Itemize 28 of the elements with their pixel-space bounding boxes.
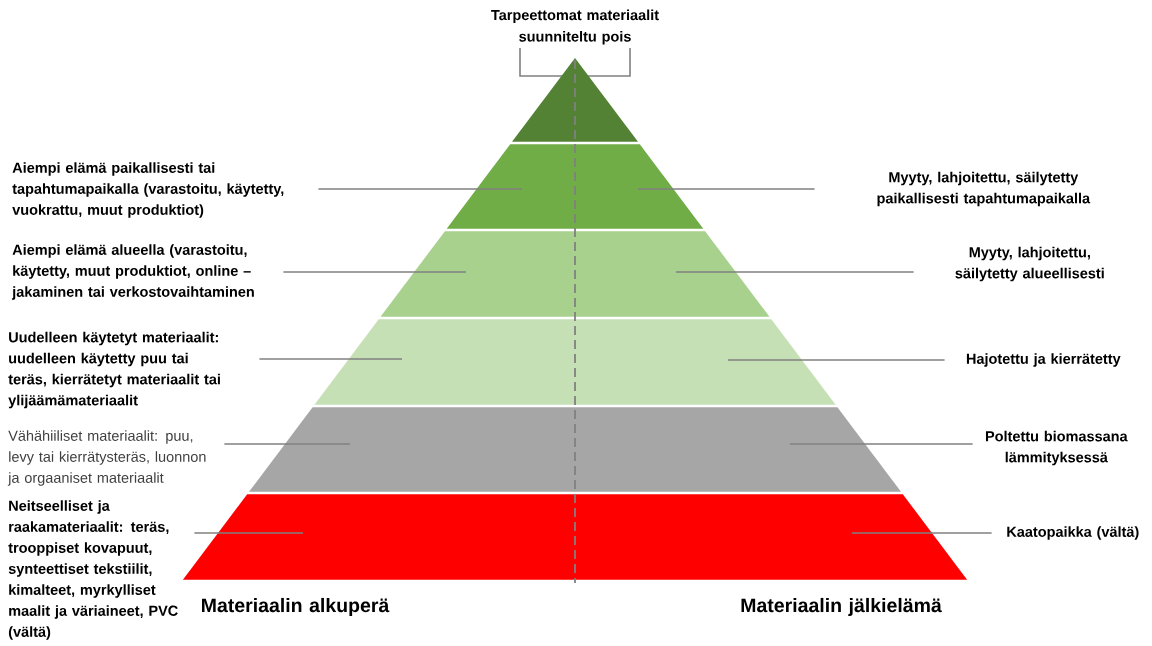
leader-line — [258, 358, 403, 360]
leader-line — [637, 188, 816, 190]
leader-line — [789, 443, 974, 445]
heading-text: Materiaalin jälkielämä — [741, 597, 942, 617]
annotation-text: Aiempi elämä alueella (varastoitu, käytetty, muut produktiot, online – jakaminen tai verkostovaihtaminen — [12, 244, 254, 300]
pyramid-band — [512, 58, 638, 142]
leader-line — [193, 532, 304, 534]
annotation-text: Myyty, lahjoitettu, säilytetty alueellisesti — [955, 246, 1104, 282]
leader-line — [223, 443, 351, 445]
pyramid-band — [380, 231, 770, 317]
leader-line — [851, 532, 993, 534]
annotation-text: Hajotettu ja kierrätetty — [966, 353, 1121, 367]
annotation-text: Poltettu biomassana lämmityksessä — [986, 430, 1128, 466]
annotation-text: Vähähiiliset materiaalit: puu, levy tai kierrätysteräs, luonnon ja orgaaniset materiaalit — [7, 430, 206, 486]
annotation-text: Myyty, lahjoitettu, säilytetty paikallisesti tapahtumapaikalla — [877, 171, 1091, 207]
heading-text: Materiaalin alkuperä — [202, 597, 390, 617]
annotation-text: Neitseelliset ja raakamateriaalit: teräs, trooppiset kovapuut, synteettiset tekstiilit, kimalteet, myrkylliset maalit ja väriaineet, PVC (vältä) — [8, 500, 178, 640]
leader-line — [317, 188, 523, 190]
annotation-text: Uudelleen käytetyt materiaalit: uudelleen käytetty puu tai teräs, kierrätetyt materiaalit tai ylijäämämateriaalit — [8, 331, 220, 409]
annotation-text: Kaatopaikka (vältä) — [1007, 526, 1139, 540]
leader-line — [727, 359, 946, 361]
pyramid-band — [182, 494, 968, 580]
pyramid-band — [249, 407, 901, 492]
pyramid-band — [314, 319, 836, 405]
leader-line — [282, 271, 467, 273]
pyramid-band — [446, 144, 704, 229]
leader-line — [675, 271, 915, 273]
annotation-text: Aiempi elämä paikallisesti tai tapahtumapaikalla (varastoitu, käytetty, vuokrattu, muut produktiot) — [12, 162, 284, 218]
